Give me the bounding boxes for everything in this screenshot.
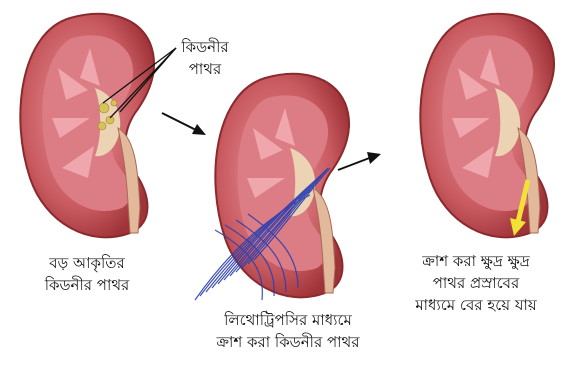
caption-fragments-passed: ক্রাশ করা ক্ষুদ্র ক্ষুদ্র পাথর প্রস্রাবে… [386, 250, 566, 316]
caption-line: লিথোট্রিপসির মাধ্যমে [183, 309, 393, 331]
caption-line: কিডনীর পাথর [12, 274, 162, 296]
caption-line: পাথর প্রস্রাবের [386, 272, 566, 294]
kidney-fragments-passed [420, 14, 554, 238]
kidney-stone-label: কিডনীর পাথর [170, 36, 240, 80]
kidney-large-stone [20, 14, 154, 238]
caption-line: মাধ্যমে বের হয়ে যায় [386, 294, 566, 316]
caption-line: ক্রাশ করা ক্ষুদ্র ক্ষুদ্র [386, 250, 566, 272]
process-arrow-icon [162, 113, 206, 135]
stone-label-line-1: কিডনীর [170, 36, 240, 58]
caption-line: ক্রাশ করা কিডনীর পাথর [183, 331, 393, 353]
caption-line: বড় আকৃতির [12, 252, 162, 274]
caption-large-stone: বড় আকৃতির কিডনীর পাথর [12, 252, 162, 296]
stone-label-line-2: পাথর [170, 58, 240, 80]
process-arrow-icon [338, 152, 381, 170]
caption-lithotripsy: লিথোট্রিপসির মাধ্যমে ক্রাশ করা কিডনীর পা… [183, 309, 393, 353]
